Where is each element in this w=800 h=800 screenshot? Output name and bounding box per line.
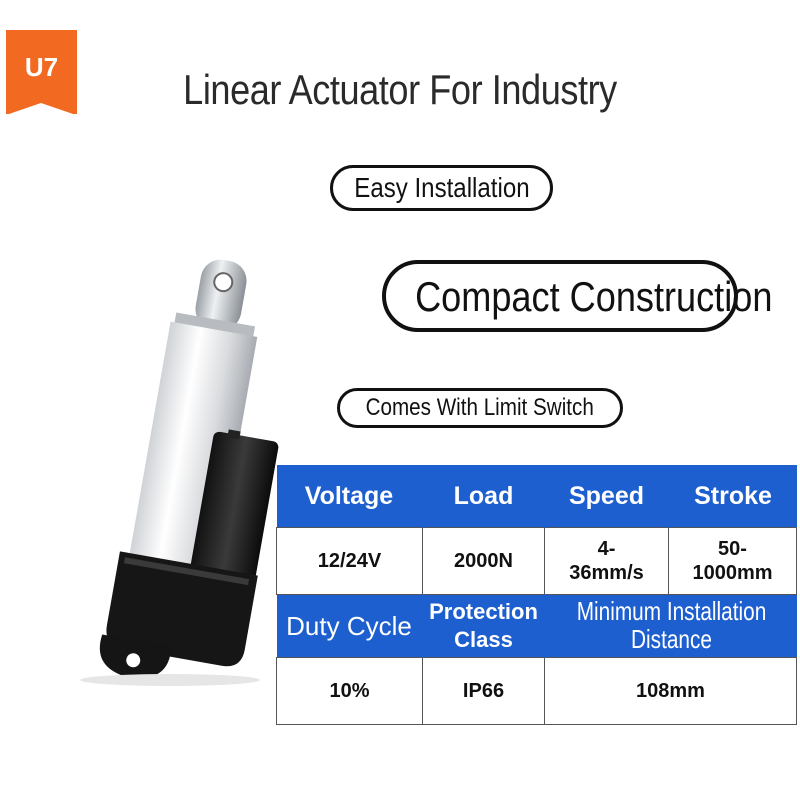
spec-header-row: Voltage Load Speed Stroke bbox=[276, 465, 797, 528]
spec-value-stroke: 50- 1000mm bbox=[668, 527, 797, 595]
spec-header-speed: Speed bbox=[543, 465, 669, 528]
spec-value-load: 2000N bbox=[422, 527, 545, 595]
page-title: Linear Actuator For Industry bbox=[183, 66, 617, 113]
spec-value-row: 12/24V 2000N 4- 36mm/s 50- 1000mm bbox=[276, 527, 797, 595]
spec-header-duty-cycle: Duty Cycle bbox=[276, 594, 423, 658]
feature-limit-switch: Comes With Limit Switch bbox=[337, 388, 623, 428]
spec-header-load: Load bbox=[421, 465, 545, 528]
spec-header-min-install-distance: Minimum Installation Distance bbox=[543, 594, 797, 658]
spec-header-row-2: Duty Cycle Protection Class Minimum Inst… bbox=[276, 594, 797, 658]
spec-value-voltage: 12/24V bbox=[276, 527, 423, 595]
spec-table: Voltage Load Speed Stroke 12/24V 2000N 4… bbox=[276, 465, 797, 725]
feature-label: Comes With Limit Switch bbox=[365, 394, 595, 421]
spec-header-stroke: Stroke bbox=[667, 465, 797, 528]
spec-value-duty-cycle: 10% bbox=[276, 657, 423, 725]
feature-label: Compact Construction bbox=[415, 273, 773, 320]
brand-badge: U7 bbox=[6, 30, 77, 115]
spec-header-protection-class: Protection Class bbox=[421, 594, 545, 658]
spec-value-protection-class: IP66 bbox=[422, 657, 545, 725]
feature-compact-construction: Compact Construction bbox=[382, 260, 772, 332]
linear-actuator-image bbox=[80, 259, 279, 686]
feature-easy-installation: Easy Installation bbox=[330, 165, 553, 211]
spec-value-row-2: 10% IP66 108mm bbox=[276, 657, 797, 725]
feature-label: Easy Installation bbox=[353, 172, 530, 203]
spec-value-min-install-distance: 108mm bbox=[544, 657, 797, 725]
spec-header-voltage: Voltage bbox=[276, 465, 423, 528]
spec-value-speed: 4- 36mm/s bbox=[544, 527, 669, 595]
badge-label: U7 bbox=[24, 52, 59, 82]
